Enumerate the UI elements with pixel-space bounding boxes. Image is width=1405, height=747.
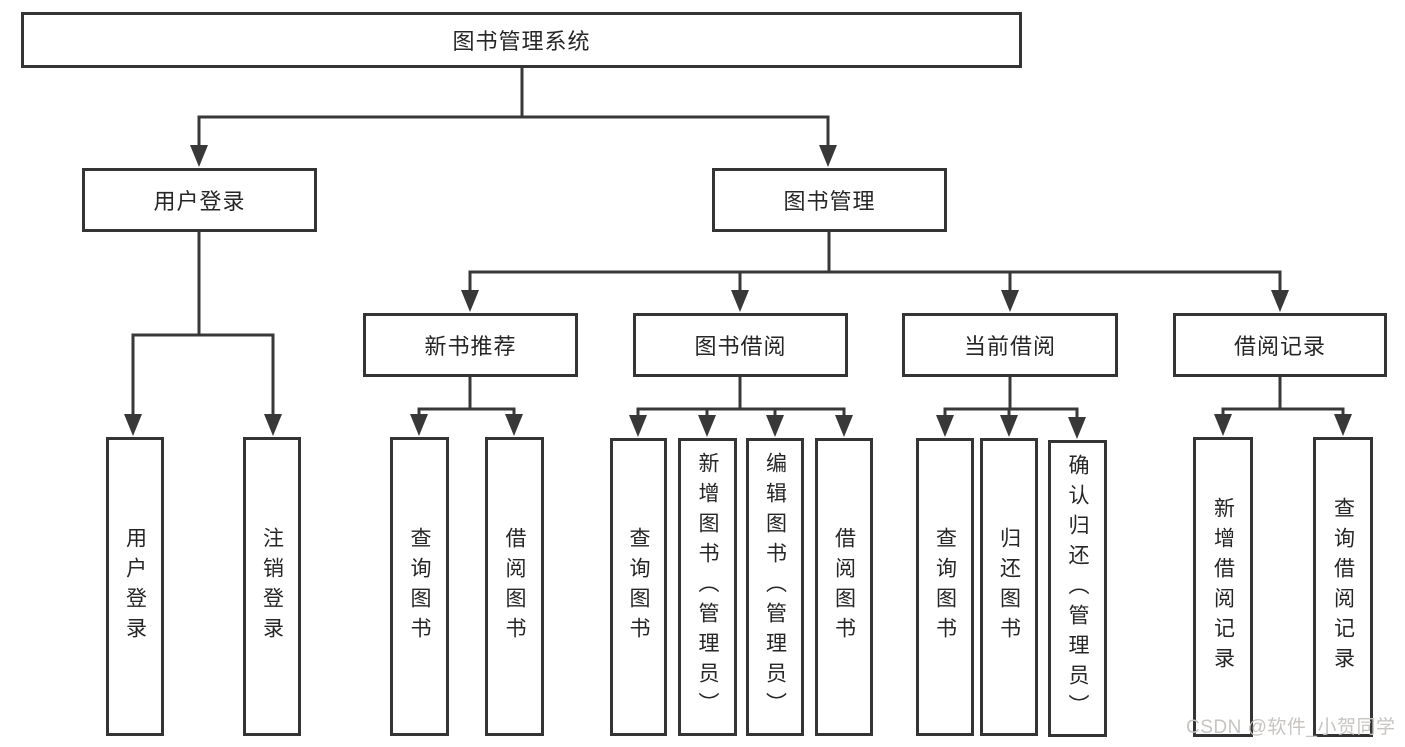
arrowhead [766,415,784,437]
node-label: 图书借阅 [694,334,787,359]
arrowhead [1214,414,1232,436]
arrowhead [1001,290,1019,312]
arrowhead [410,414,428,436]
arrowhead [1334,414,1352,436]
node-label: 新书推荐 [424,334,517,359]
node-leaf-query-books-borrow: 查询图书 [610,438,667,736]
node-leaf-return-books: 归还图书 [980,438,1038,736]
arrowhead [461,290,479,312]
node-leaf-borrow-books-main: 借阅图书 [815,438,873,736]
arrowhead [1068,417,1086,439]
arrowhead [731,290,749,312]
node-current-borrowing: 当前借阅 [902,313,1118,377]
node-leaf-user-login: 用户登录 [106,437,164,736]
node-label: 借阅记录 [1233,334,1326,359]
arrowhead [819,145,837,167]
arrowhead [124,414,142,436]
node-leaf-logout: 注销登录 [243,437,301,736]
node-new-book-recommendation: 新书推荐 [363,313,578,377]
node-label: 新增借阅记录 [1211,497,1235,677]
node-leaf-query-borrow-record: 查询借阅记录 [1313,437,1373,737]
arrowhead [698,415,716,437]
node-label: 用户登录 [153,189,246,214]
node-leaf-borrow-books-rec: 借阅图书 [485,437,544,736]
node-leaf-query-books-current: 查询图书 [916,438,974,736]
arrowhead [1000,415,1018,437]
arrowhead [936,415,954,437]
node-label: 新增图书（管理员） [696,452,719,722]
node-label: 查询图书 [627,527,650,647]
node-label: 查询图书 [408,526,431,647]
node-label: 当前借阅 [963,334,1056,359]
arrowhead [629,415,647,437]
node-leaf-add-borrow-record: 新增借阅记录 [1193,437,1253,737]
node-leaf-add-book-admin: 新增图书（管理员） [678,438,737,736]
watermark: CSDN @软件_小贺同学 [1186,717,1396,738]
arrowhead [505,414,523,436]
node-label: 图书管理 [783,189,876,214]
node-label: 借阅图书 [503,526,526,647]
node-label: 查询图书 [933,527,957,647]
node-label: 查询借阅记录 [1331,497,1355,677]
node-book-borrowing: 图书借阅 [633,313,848,377]
node-label: 注销登录 [260,526,284,647]
node-leaf-query-books-rec: 查询图书 [390,437,449,736]
arrowhead [190,145,208,167]
node-label: 图书管理系统 [452,29,591,54]
node-label: 确认归还（管理员） [1066,453,1089,724]
node-label: 编辑图书（管理员） [763,452,787,722]
node-label: 用户登录 [123,526,147,647]
node-borrowing-records: 借阅记录 [1173,313,1387,377]
node-label: 借阅图书 [832,527,856,647]
node-root: 图书管理系统 [21,12,1022,68]
node-leaf-confirm-return-admin: 确认归还（管理员） [1048,440,1107,737]
arrowhead [835,415,853,437]
arrowhead [264,414,282,436]
node-book-management: 图书管理 [712,168,947,232]
node-user-login: 用户登录 [82,168,317,232]
node-leaf-edit-book-admin: 编辑图书（管理员） [746,438,804,736]
arrowhead [1271,290,1289,312]
node-label: 归还图书 [997,527,1021,647]
